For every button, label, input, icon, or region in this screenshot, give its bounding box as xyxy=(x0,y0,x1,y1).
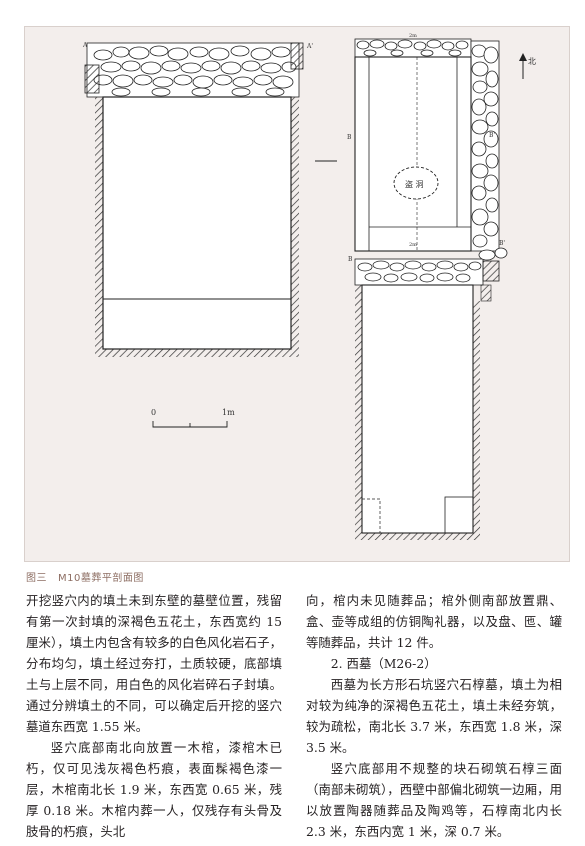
caption-text: M10墓葬平剖面图 xyxy=(58,573,144,584)
left-pit-outline xyxy=(102,96,292,350)
lower-east-stones xyxy=(478,247,508,282)
right-plan-drawing: 盗 洞 2m B B' 北 xyxy=(347,33,536,252)
lower-stone-block xyxy=(444,496,474,534)
right-wall-hatch xyxy=(291,97,299,349)
section-heading: 2. 西墓（M26-2） xyxy=(330,656,437,671)
scale-bar: 0 1m xyxy=(151,408,235,428)
figure-caption: 图三 M10墓葬平剖面图 xyxy=(26,569,144,584)
left-corner-block xyxy=(84,64,100,94)
tomb-plan-drawing: A A' 0 1m xyxy=(82,33,536,540)
label-b-prime: B' xyxy=(489,132,495,139)
north-arrow: 北 xyxy=(519,53,536,79)
caption-label: 图三 xyxy=(26,573,47,584)
lower-stone-band xyxy=(354,258,484,286)
paragraph: 竖穴底部南北向放置一木棺，漆棺木已朽，仅可见浅灰褐色朽痕，表面髹褐色漆一层，木棺… xyxy=(26,740,282,839)
left-wall-hatch xyxy=(95,97,103,349)
middle-mark: 2m xyxy=(409,242,417,248)
right-top-mark: 2m xyxy=(409,33,417,39)
scale-max: 1m xyxy=(222,408,235,417)
lower-right-wall-hatch xyxy=(473,301,480,533)
label-b-lower: B xyxy=(348,256,353,263)
text-column-left: 开挖竖穴内的填土未到东壁的墓壁位置，残留有第一次封填的深褐色五花土，东西宽约 1… xyxy=(26,590,282,842)
lower-left-wall-hatch xyxy=(355,285,362,533)
label-b-prime-lower: B' xyxy=(499,240,505,247)
top-stone-row xyxy=(354,38,472,58)
bottom-wall-hatch xyxy=(95,349,299,357)
right-corner-block xyxy=(290,42,304,70)
lower-bottom-hatch xyxy=(355,533,480,540)
label-a-prime: A' xyxy=(306,43,313,50)
right-plan-outline xyxy=(354,56,472,252)
figure-panel: A A' 0 1m xyxy=(24,26,570,562)
scale-zero: 0 xyxy=(151,408,156,417)
label-b: B xyxy=(347,134,352,141)
side-chamber-outline xyxy=(361,498,381,534)
lower-east-step xyxy=(480,284,492,302)
paragraph: 开挖竖穴内的填土未到东壁的墓壁位置，残留有第一次封填的深褐色五花土，东西宽约 1… xyxy=(26,593,282,734)
robbery-hole-outline xyxy=(393,166,439,200)
right-section-drawing: 2m B B' xyxy=(348,240,508,540)
paragraph: 向，棺内未见随葬品；棺外侧南部放置鼎、盒、壶等成组的仿铜陶礼器，以及盘、匜、罐等… xyxy=(306,593,562,650)
left-section-drawing: A A' xyxy=(82,42,313,357)
left-stone-band xyxy=(86,42,300,98)
east-stone-wall xyxy=(470,40,500,252)
text-column-right: 向，棺内未见随葬品；棺外侧南部放置鼎、盒、壶等成组的仿铜陶礼器，以及盘、匜、罐等… xyxy=(306,590,562,842)
north-label: 北 xyxy=(528,57,536,66)
lower-pit-outline xyxy=(361,284,474,534)
robbery-hole-label: 盗 洞 xyxy=(405,179,424,189)
label-a: A xyxy=(82,42,88,49)
paragraph: 西墓为长方形石坑竖穴石椁墓，填土为相对较为纯净的深褐色五花土，填土未经夯筑，较为… xyxy=(306,677,562,755)
paragraph: 竖穴底部用不规整的块石砌筑石椁三面（南部未砌筑），西壁中部偏北砌筑一边厢，用以放… xyxy=(306,761,562,839)
